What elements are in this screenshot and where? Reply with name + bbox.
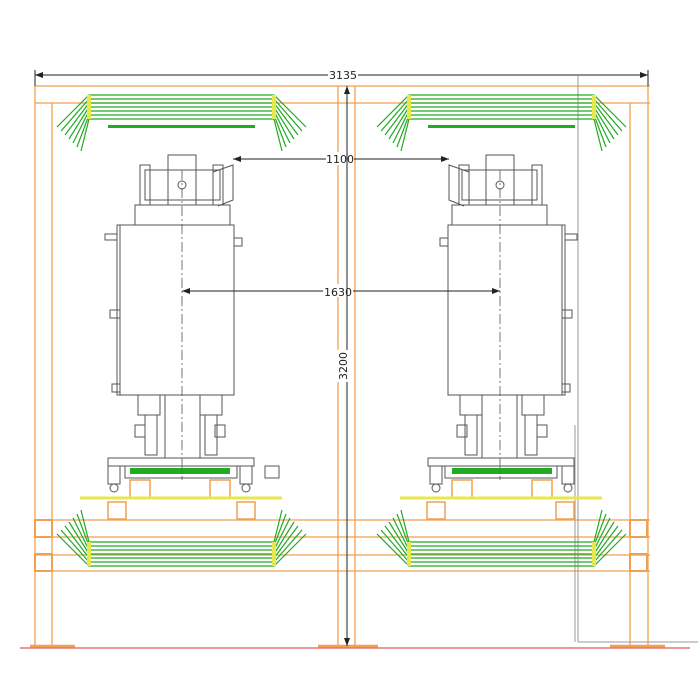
heater-element-line	[68, 106, 295, 140]
heater-element-line	[380, 529, 623, 563]
heater-element-line	[72, 517, 291, 551]
heater-stack-right-top	[376, 94, 627, 152]
reference-lines	[574, 76, 698, 643]
heater-terminal	[272, 542, 276, 566]
heater-element-line	[392, 517, 611, 551]
dimension-overall-width: 3135	[34, 68, 649, 86]
heater-element-line	[64, 102, 299, 136]
heater-bar-left	[108, 125, 255, 128]
heater-element-line	[68, 521, 295, 555]
heater-terminal	[407, 95, 411, 119]
dim-label-center-spacing: 1630	[324, 286, 352, 299]
heater-element-stacks	[56, 94, 627, 567]
heater-element-line	[384, 102, 619, 136]
dim-label-height: 3200	[337, 352, 350, 380]
heater-element-line	[388, 106, 615, 140]
heater-element-line	[400, 509, 603, 543]
heater-element-line	[384, 525, 619, 559]
heater-terminal	[87, 542, 91, 566]
heater-bar-right	[428, 125, 575, 128]
left-main-body	[119, 224, 235, 396]
heater-element-line	[376, 94, 627, 128]
heater-element-line	[392, 110, 611, 144]
dimension-height: 3200	[336, 86, 350, 646]
heater-element-line	[60, 529, 303, 563]
heater-terminal	[592, 542, 596, 566]
heater-element-line	[64, 525, 299, 559]
heater-element-line	[56, 533, 307, 567]
heater-stack-right-bottom	[376, 509, 627, 567]
heater-element-line	[60, 98, 303, 132]
heater-element-line	[376, 533, 627, 567]
dimension-center-spacing: 1630	[182, 284, 500, 299]
heater-element-line	[72, 110, 291, 144]
support-frame	[30, 85, 665, 648]
heater-terminal	[407, 542, 411, 566]
heater-stack-left-top	[56, 94, 307, 152]
heater-element-line	[396, 114, 607, 148]
heater-element-line	[56, 94, 307, 128]
heater-element-line	[76, 114, 287, 148]
heater-element-line	[388, 521, 615, 555]
heater-terminal	[272, 95, 276, 119]
heater-element-line	[80, 118, 283, 152]
dim-label-top-spacing: 1100	[326, 153, 354, 166]
heater-element-line	[76, 513, 287, 547]
right-unit	[400, 154, 602, 520]
dimension-top-spacing: 1100	[233, 152, 449, 166]
heater-element-line	[380, 98, 623, 132]
heater-element-line	[396, 513, 607, 547]
heater-stack-left-bottom	[56, 509, 307, 567]
heater-element-line	[80, 509, 283, 543]
dim-label-overall-width: 3135	[329, 69, 357, 82]
heater-terminal	[87, 95, 91, 119]
right-main-body	[447, 224, 563, 396]
heater-element-line	[400, 118, 603, 152]
heater-terminal	[592, 95, 596, 119]
left-unit	[80, 154, 282, 520]
